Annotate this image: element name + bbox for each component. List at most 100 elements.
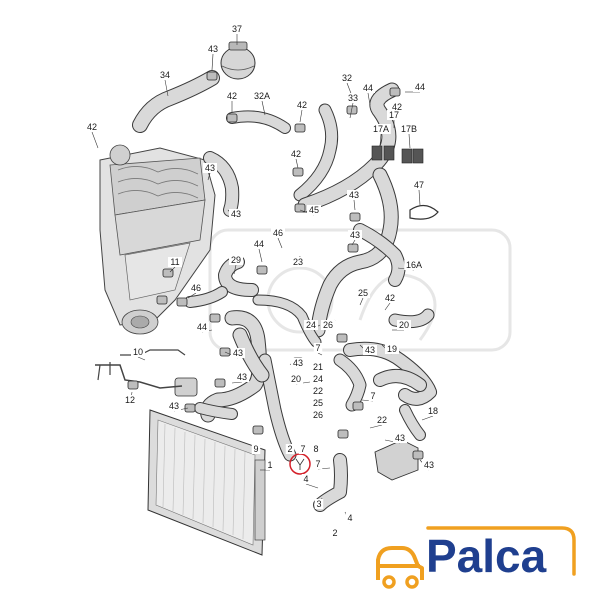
callout-label-bg [311,398,325,408]
coolant-hoses [132,70,437,512]
callout-label-bg [85,122,99,132]
radiator [147,409,266,556]
callout-label-bg [304,320,318,330]
hose-clamp [176,297,188,307]
leader-line [359,297,364,306]
car-icon [376,546,424,589]
logo-text: Palca [426,530,547,582]
leader-line [207,172,211,181]
callout-label-bg [307,205,321,215]
part-callout-label: 42 [227,91,237,101]
callout-label-bg [265,460,275,470]
hose-clamp [389,87,401,97]
callout-label-bg [387,110,401,120]
callout-label-bg [203,163,217,173]
clip-part [409,204,439,220]
callout-label-bg [321,320,335,330]
callout-label-bg [390,102,404,112]
part-callout-label: 2 [287,444,292,454]
part-callout-label: 47 [414,180,424,190]
callout-label-bg [311,410,325,420]
coolant-reservoir-lower [374,439,419,481]
hose-body [400,405,425,440]
part-callout-label: 43 [350,230,360,240]
leader-line [305,483,319,489]
part-callout-label: 46 [191,283,201,293]
part-callout-label: 7 [315,343,320,353]
part-callout-label: 25 [358,288,368,298]
hose-clamp [352,401,364,411]
callout-label-bg [314,499,324,509]
callout-label-bg [356,288,370,298]
part-callout-label: 44 [254,239,264,249]
hose-clamp [337,429,349,439]
part-callout-label: 20 [291,374,301,384]
leader-line [231,381,243,384]
callout-label-bg [230,24,244,34]
part-callout-label: 20 [399,320,409,330]
hose-body [133,71,219,132]
part-callout-label: 44 [363,83,373,93]
part-callout-label: 43 [231,209,241,219]
callout-label-bg [348,230,362,240]
hose-clamp [294,123,306,133]
part-callout-label: 42 [87,122,97,132]
callout-label-bg [291,358,305,368]
callout-label-bg [289,149,303,159]
callout-label-bg [285,444,295,454]
part-callout-label: 18 [428,406,438,416]
part-callout-label: 22 [377,415,387,425]
callout-label-bg [340,73,354,83]
hose-clamp [412,450,424,460]
part-callout-label: 10 [133,347,143,357]
callout-label-bg [206,44,220,54]
hose-clamps [127,71,424,460]
hose-body [233,328,269,382]
callout-label-bg [189,283,203,293]
part-callout-label: 21 [313,362,323,372]
relays [371,145,424,164]
part-callout-label: 4 [303,474,308,484]
leader-line [367,92,371,106]
part-callout-label: 24 [313,374,323,384]
callout-label-bg [271,228,285,238]
part-callout-label: 17A [373,124,389,134]
hose-body [195,403,237,419]
callout-label-bg [311,374,325,384]
leader-line [379,133,382,147]
callout-label-bg [375,415,389,425]
hose-body [374,370,426,391]
part-callout-label: 7 [315,459,320,469]
hose-clamp [127,380,139,390]
callout-label-bg [346,93,360,103]
callout-label-bg [361,83,375,93]
callout-label-bg [252,239,266,249]
part-callout-label: 23 [293,257,303,267]
part-callout-label: 22 [313,386,323,396]
hose-clamp [209,313,221,323]
hose-body [219,256,258,296]
part-callout-label: 46 [273,228,283,238]
leader-line [211,53,214,71]
part-callout-label: 7 [370,391,375,401]
hose-clamp [336,333,348,343]
part-callout-label: 43 [169,401,179,411]
callout-label-bg [413,82,427,92]
callout-label-bg [313,343,323,353]
callout-label-bg [422,460,436,470]
hose-clamp [162,268,174,278]
callout-label-bg [229,255,243,265]
hose-body [294,104,338,201]
leader-line [349,102,354,119]
leader-line [295,158,299,169]
part-callout-label: 43 [424,460,434,470]
part-callout-label: 9 [253,444,258,454]
hose-clamp [256,265,268,275]
callout-label-bg [393,433,407,443]
callout-label-bg [168,257,182,267]
callout-label-bg [298,444,308,454]
callout-label-bg [225,91,239,101]
part-callout-label: 26 [323,320,333,330]
part-callout-label: 17B [401,124,417,134]
